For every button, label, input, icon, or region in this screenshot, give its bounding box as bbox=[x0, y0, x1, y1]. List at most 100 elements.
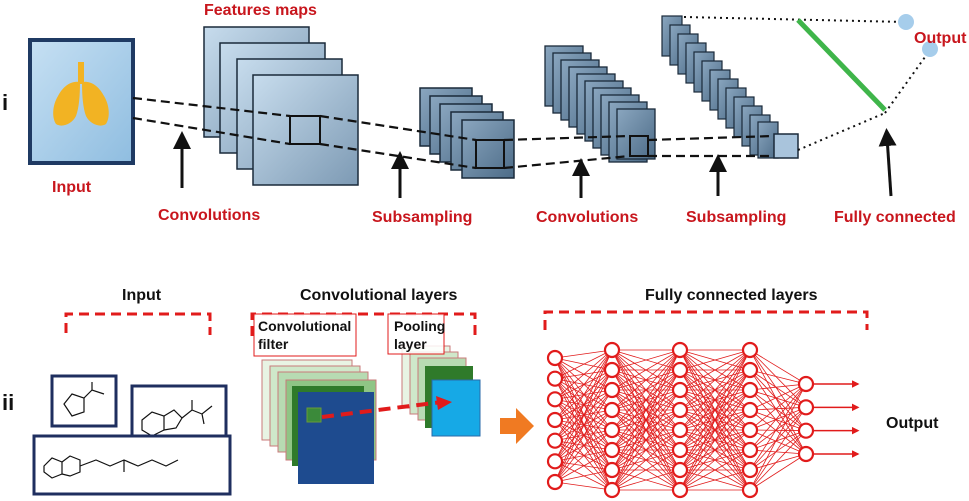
fc-layers-title: Fully connected layers bbox=[645, 287, 818, 304]
molecule-icon bbox=[50, 374, 118, 428]
fc-connection bbox=[749, 407, 807, 491]
fc-connection bbox=[554, 349, 613, 441]
fc-connection bbox=[679, 469, 751, 491]
pooling-labelbox: Pooling layer bbox=[387, 313, 445, 355]
fc-connection bbox=[611, 349, 681, 451]
fc-connection bbox=[611, 409, 681, 491]
fc-node bbox=[671, 421, 689, 439]
fc-connection bbox=[749, 383, 807, 451]
fc-node bbox=[671, 361, 689, 379]
fc-connection bbox=[749, 430, 807, 491]
conv-layer-stack bbox=[261, 359, 377, 484]
fc-node bbox=[603, 341, 621, 359]
fc-connection bbox=[611, 469, 681, 491]
fc-connection bbox=[611, 389, 681, 491]
fully-connected-label: Fully connected bbox=[834, 209, 956, 226]
pooling-label-line1: Pooling bbox=[394, 318, 445, 334]
fc-node bbox=[671, 461, 689, 479]
fully-connected-green-line bbox=[796, 18, 887, 112]
fc-node bbox=[741, 421, 759, 439]
fc-connection bbox=[749, 453, 807, 491]
fc-node bbox=[603, 421, 621, 439]
fc-connection bbox=[679, 349, 751, 431]
conv-layers-title: Convolutional layers bbox=[300, 287, 457, 304]
fc-connection bbox=[749, 389, 807, 408]
fc-node bbox=[671, 341, 689, 359]
fc-node bbox=[603, 381, 621, 399]
conv-stack-2 bbox=[544, 45, 656, 163]
fc-connection bbox=[749, 409, 807, 432]
transition-arrow bbox=[500, 408, 534, 444]
fc-connection bbox=[554, 349, 613, 483]
fc-connection bbox=[679, 349, 751, 471]
fc-node bbox=[797, 445, 815, 463]
output-node-2 bbox=[922, 41, 938, 57]
fc-connection bbox=[611, 349, 681, 431]
fc-connection bbox=[749, 407, 807, 451]
fc-node bbox=[546, 411, 564, 429]
feature-maps-stack bbox=[203, 26, 359, 186]
output-node-1 bbox=[898, 14, 914, 30]
fc-connection bbox=[749, 430, 807, 451]
convolutions-1-label: Convolutions bbox=[158, 207, 260, 224]
fc-node bbox=[671, 481, 689, 499]
fc-connection bbox=[679, 409, 751, 491]
fc-dotted-lines bbox=[683, 16, 931, 151]
fc-connection bbox=[749, 349, 807, 455]
fc-connection bbox=[679, 369, 751, 491]
up-arrows bbox=[173, 128, 897, 198]
fc-node bbox=[741, 341, 759, 359]
fc-node bbox=[603, 441, 621, 459]
input-title: Input bbox=[122, 287, 162, 304]
fc-node bbox=[671, 441, 689, 459]
fc-connection bbox=[749, 383, 807, 411]
fc-connection bbox=[749, 389, 807, 431]
fc-connection bbox=[554, 349, 613, 462]
fc-node bbox=[797, 399, 815, 416]
fc-connection bbox=[611, 349, 681, 471]
conv-filter-label-line1: Convolutional bbox=[258, 318, 351, 334]
fc-connection bbox=[679, 349, 751, 451]
fc-connection bbox=[749, 383, 807, 431]
fc-node bbox=[603, 361, 621, 379]
fc-connection bbox=[611, 369, 681, 491]
fc-connection bbox=[554, 369, 613, 483]
pooling-label-line2: layer bbox=[394, 336, 427, 352]
convolutions-2-label: Convolutions bbox=[536, 209, 638, 226]
fc-connection bbox=[611, 429, 681, 491]
fc-connection bbox=[611, 349, 681, 411]
panel-ii-marker: ii bbox=[2, 390, 14, 415]
molecule-icon bbox=[32, 434, 232, 496]
fc-node bbox=[546, 391, 564, 408]
fc-connection bbox=[749, 407, 807, 471]
fc-node bbox=[546, 473, 564, 491]
fc-connection bbox=[554, 349, 613, 359]
fc-node bbox=[671, 381, 689, 399]
feature-maps-label: Features maps bbox=[204, 2, 317, 19]
input-label: Input bbox=[52, 179, 92, 196]
fc-connection bbox=[554, 449, 613, 483]
fc-connection bbox=[749, 369, 807, 455]
fc-connection bbox=[749, 383, 807, 491]
fc-node bbox=[797, 422, 815, 439]
fc-node bbox=[603, 481, 621, 499]
fc-connection bbox=[749, 430, 807, 471]
lungs-icon bbox=[53, 62, 109, 126]
fc-connection bbox=[679, 349, 751, 411]
fc-connection bbox=[749, 409, 807, 455]
fc-node bbox=[741, 441, 759, 459]
fc-node bbox=[741, 361, 759, 379]
fc-connection bbox=[554, 349, 613, 421]
fc-node bbox=[741, 381, 759, 399]
fc-connection bbox=[749, 383, 807, 471]
fc-connection bbox=[554, 389, 613, 483]
fc-node bbox=[741, 481, 759, 499]
input-image bbox=[28, 38, 135, 165]
panel-i-marker: i bbox=[2, 90, 8, 115]
fc-node bbox=[671, 401, 689, 419]
output-label-i: Output bbox=[914, 30, 967, 47]
fc-connection bbox=[679, 389, 751, 491]
fc-connection bbox=[749, 349, 807, 385]
filter-to-pool-arrow bbox=[321, 400, 443, 419]
fc-node bbox=[546, 370, 564, 387]
